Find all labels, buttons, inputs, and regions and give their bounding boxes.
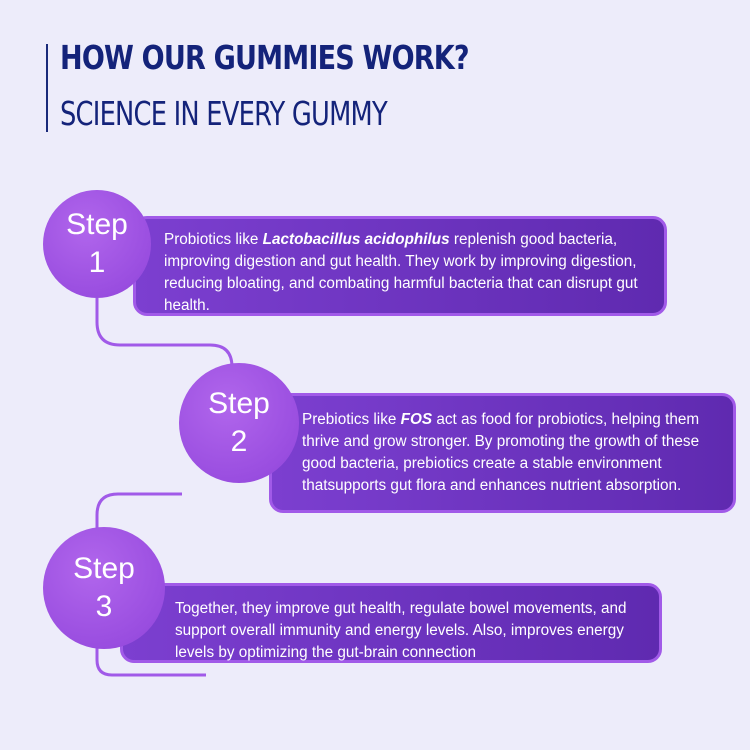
connector-1-2 [95, 298, 234, 368]
step-1-emphasis: Lactobacillus acidophilus [262, 231, 450, 248]
connector-2-3 [95, 492, 182, 530]
step-3-card: Together, they improve gut health, regul… [120, 583, 662, 663]
header-accent-bar [46, 44, 48, 132]
step-2-text-before: Prebiotics like [302, 411, 401, 428]
step-1-label: Step [66, 208, 128, 241]
step-3-circle: Step 3 [43, 527, 165, 649]
step-2-number: 2 [230, 425, 248, 458]
step-3-label: Step [73, 552, 135, 585]
step-2-label: Step [208, 387, 270, 420]
step-3-number: 3 [95, 590, 113, 623]
step-2-card: Prebiotics like FOS act as food for prob… [269, 393, 736, 513]
step-1-text-after: replenish good bacteria, improving diges… [164, 231, 638, 314]
step-1-text-before: Probiotics like [164, 231, 263, 248]
step-1-card: Probiotics like Lactobacillus acidophilu… [133, 216, 667, 316]
page-subtitle: SCIENCE IN EVERY GUMMY [60, 94, 388, 133]
step-2-circle: Step 2 [179, 363, 299, 483]
step-2-emphasis: FOS [400, 411, 433, 428]
step-1-number: 1 [88, 246, 106, 279]
step-2-text-after: act as food for probiotics, helping them… [302, 411, 700, 494]
connector-3-end [95, 648, 206, 677]
step-1-circle: Step 1 [43, 190, 151, 298]
step-3-text: Together, they improve gut health, regul… [175, 600, 627, 661]
page-title: HOW OUR GUMMIES WORK? [60, 38, 470, 77]
